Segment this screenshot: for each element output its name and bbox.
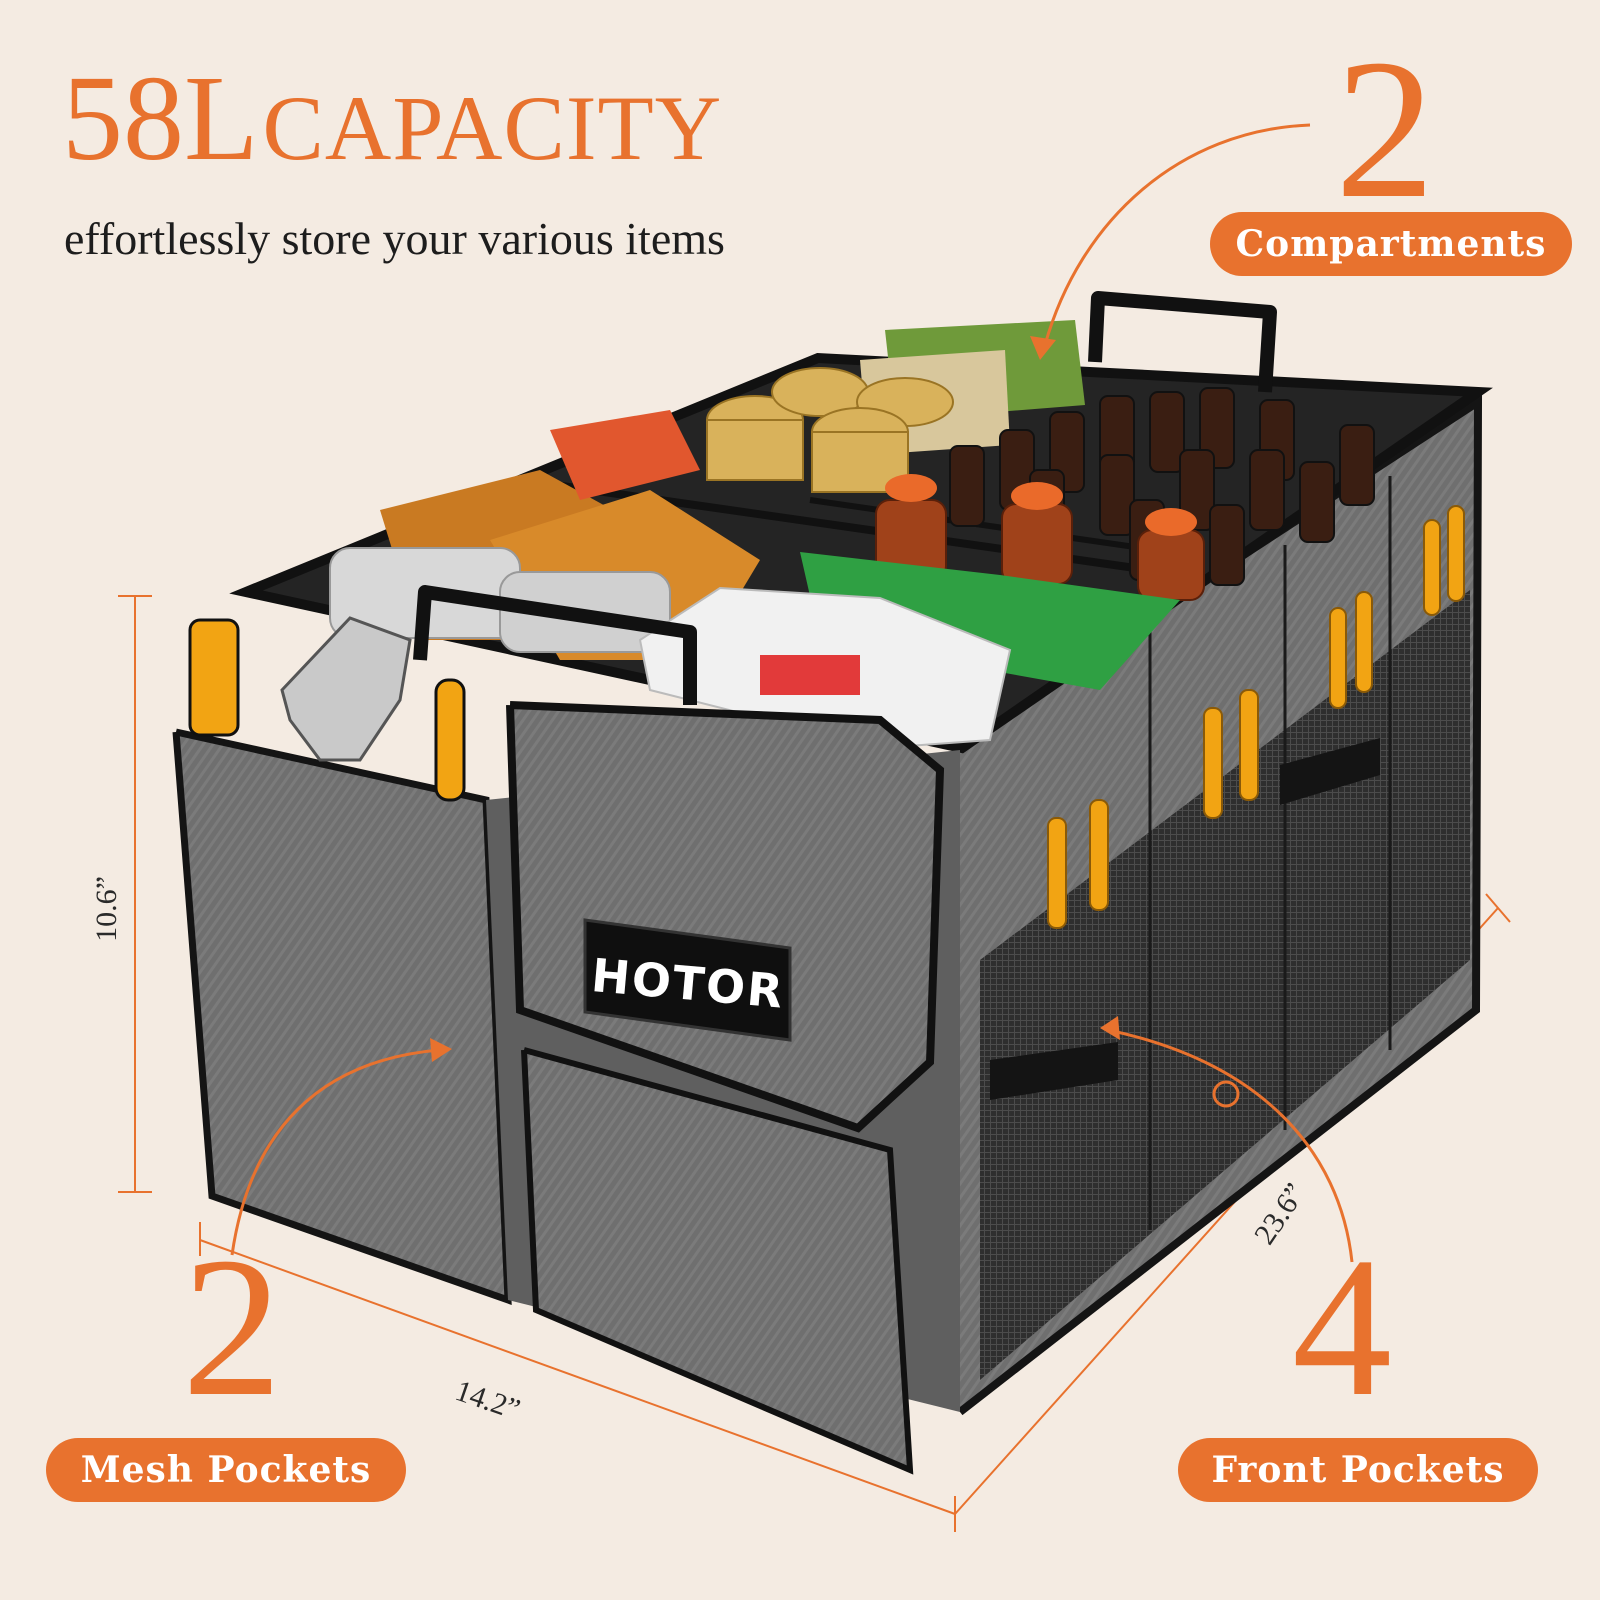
headline-word: CAPACITY xyxy=(262,77,723,179)
headline-volume: 58L xyxy=(62,51,259,186)
subheadline: effortlessly store your various items xyxy=(64,213,725,264)
organizer-end-panel xyxy=(172,616,512,1306)
stored-items xyxy=(329,320,1375,750)
front-pockets-pill: Front Pockets xyxy=(1178,1438,1538,1502)
organizer-front-face xyxy=(486,701,960,1475)
mesh-pockets-count: 2 xyxy=(182,1217,282,1438)
height-dimension-label: 10.6” xyxy=(89,876,123,942)
front-pockets-count: 4 xyxy=(1292,1217,1392,1438)
mesh-pockets-pill: Mesh Pockets xyxy=(46,1438,406,1502)
height-dimension-line xyxy=(118,595,152,1193)
compartments-pill: Compartments xyxy=(1210,212,1572,276)
compartments-count: 2 xyxy=(1335,19,1435,240)
headline: 58L CAPACITY xyxy=(62,58,722,180)
